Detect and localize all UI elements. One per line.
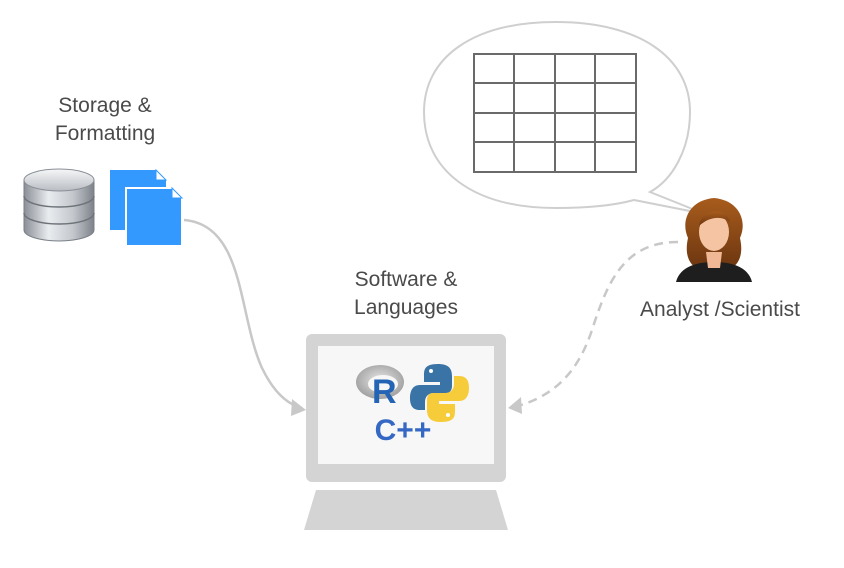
woman-avatar-icon	[676, 198, 752, 282]
storage-to-software-arrow	[183, 218, 306, 416]
database-icon	[23, 168, 95, 242]
speech-bubble-outline	[422, 20, 706, 215]
python-logo-icon	[410, 364, 469, 422]
r-logo-letter: R	[372, 373, 397, 411]
software-label-line2: Languages	[354, 296, 458, 319]
speech-bubble	[422, 20, 706, 215]
analyst-to-software-arrow	[508, 240, 679, 414]
cpp-label: C++	[375, 414, 432, 447]
analyst-label: Analyst /Scientist	[640, 298, 800, 321]
software-label: Software & Languages	[320, 266, 492, 322]
r-logo-icon: R	[356, 365, 404, 411]
monitor-screen	[318, 346, 494, 464]
storage-label-line2: Formatting	[54, 122, 156, 145]
computer-icon	[304, 334, 508, 530]
keyboard-base	[304, 490, 508, 530]
table-grid-icon	[473, 53, 637, 173]
software-label-line1: Software &	[354, 268, 458, 291]
storage-label-line1: Storage &	[58, 94, 152, 117]
document-stack-icon	[110, 168, 184, 247]
storage-label: Storage & Formatting	[20, 92, 190, 148]
